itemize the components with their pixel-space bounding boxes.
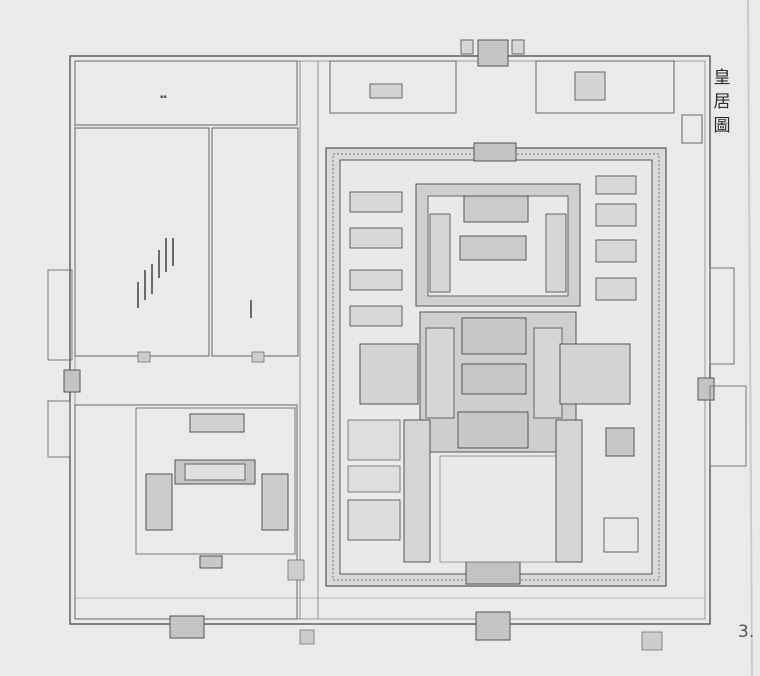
west-gate [63,369,81,393]
inner-north-hall-b [459,235,527,261]
southwest-main-gate [169,615,205,639]
title-char-3: 圖 [713,116,731,136]
west-halls [349,191,403,327]
north-court-west [329,60,457,114]
west-inner-ranges [347,419,401,493]
west-annex [359,343,419,405]
southwest-hall-block [347,499,401,541]
north-court-east [535,60,675,114]
southwest-small-building [47,400,71,458]
west-court-b [211,127,299,357]
northeast-corner-building [681,114,703,144]
page-number: 3. [738,622,755,642]
southwest-wing-west [145,473,173,531]
south-main-gate [475,611,511,641]
palace-south-gate [465,561,521,585]
southeast-pavilion [605,427,635,457]
central-east-wing [533,327,563,419]
title-char-2: 居 [713,92,731,112]
perimeter-gate-markers [137,351,663,651]
southeast-square [603,517,639,553]
palace-north-gate [473,142,517,162]
moat-hatching [330,167,662,501]
southwest-wing-east [261,473,289,531]
central-west-wing [425,327,455,419]
inner-north-wing-e [545,213,567,293]
west-court-annotation [137,238,252,318]
central-hall-c [457,411,529,449]
east-outbuilding [709,267,735,365]
southwest-gate [199,555,223,569]
southwest-north-pavilion [189,413,245,433]
inner-north-wing-w [429,213,451,293]
title-char-1: 皇 [713,68,731,88]
paper-fold [747,0,753,676]
inner-north-hall-a [463,195,529,223]
south-east-corridor [555,419,583,563]
east-gate [697,377,715,401]
southwest-inner-court [135,407,296,555]
map-title: 皇 居 圖 [709,66,735,138]
north-court-east-hall [574,71,606,101]
west-court-a [74,127,210,357]
southwest-hall-inner [184,463,246,481]
north-gate-tower-left [460,39,474,55]
south-west-corridor [403,419,431,563]
central-hall-b [461,363,527,395]
north-gate [477,39,509,67]
north-gate-tower-right [511,39,525,55]
west-outbuilding [47,269,73,361]
east-annex [559,343,631,405]
west-court-north-label: ▪▪ [160,94,167,100]
west-court-north [74,60,298,126]
east-halls [595,175,637,301]
north-court-west-hall [369,83,403,99]
central-hall-a [461,317,527,355]
east-offices [709,385,747,467]
